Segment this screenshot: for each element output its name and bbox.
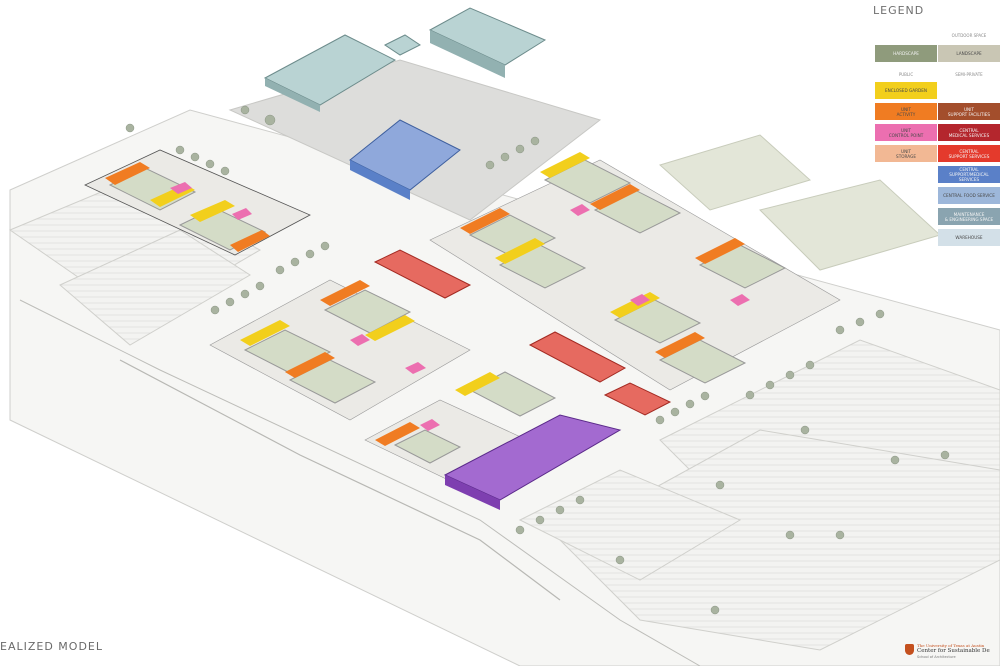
legend-item: CENTRAL SUPPORT SERVICES	[938, 145, 1000, 162]
central-food-service-building	[349, 119, 461, 200]
legend-title: LEGEND	[873, 4, 925, 17]
housing-cluster-ne	[429, 152, 841, 391]
legend-item: WAREHOUSE	[938, 229, 1000, 246]
legend-item: UNIT SUPPORT FACILITIES	[938, 103, 1000, 120]
logo-line-2: Center for Sustainable De	[917, 648, 990, 654]
legend-item: LANDSCAPE	[938, 45, 1000, 62]
perimeter-road	[19, 299, 701, 666]
parking-left	[8, 179, 262, 346]
legend-item: CENTRAL MEDICAL SERVICES	[938, 124, 1000, 141]
legend-item: CENTRAL FOOD SERVICE	[938, 187, 1000, 204]
logo-line-1: The University of Texas at Austin	[917, 643, 985, 648]
tree-rows	[125, 105, 950, 615]
open-fields	[659, 134, 941, 271]
warehouse-buildings	[263, 7, 547, 112]
university-logo: The University of Texas at Austin Center…	[905, 640, 1000, 666]
legend-item: CENTRAL SUPPORT/MEDICAL SERVICES	[938, 166, 1000, 183]
legend-item: ENCLOSED GARDEN	[875, 82, 937, 99]
housing-cluster-nw	[84, 149, 311, 256]
legend-group2-label-right: SEMI-PRIVATE	[955, 72, 983, 77]
legend-group1-label: OUTDOOR SPACE	[951, 33, 987, 38]
seal-icon	[905, 644, 914, 655]
legend-item: MAINTENANCE & ENGINEERING SPACE	[938, 208, 1000, 225]
legend-item: UNIT CONTROL POINT	[875, 124, 937, 141]
main-road	[119, 359, 561, 601]
legend-item: UNIT ACTIVITY	[875, 103, 937, 120]
diagram-caption: EALIZED MODEL	[0, 640, 103, 653]
parking-right	[518, 339, 1000, 651]
logo-line-3: School of Architecture	[917, 655, 956, 659]
central-support-buildings	[373, 249, 672, 416]
central-medical-building	[443, 414, 622, 510]
housing-cluster-center-left	[209, 279, 471, 421]
legend-group2-label-left: PUBLIC	[898, 72, 914, 77]
legend-item: HARDSCAPE	[875, 45, 937, 62]
legend-item: UNIT STORAGE	[875, 145, 937, 162]
